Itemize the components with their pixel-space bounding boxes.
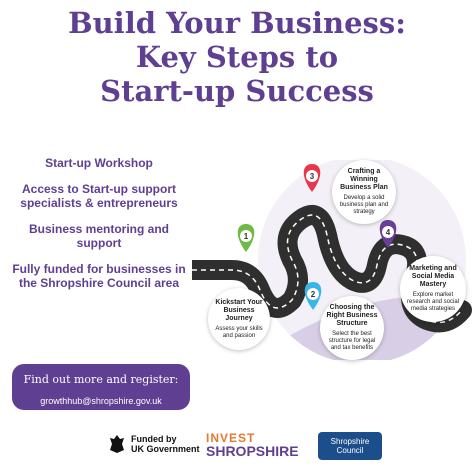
roadmap: 1 2 3 4 Crafting a Winning Business Plan… [182, 156, 474, 364]
shropshire-council-logo: Shropshire Council [318, 432, 382, 460]
title-line-2: Key Steps to [135, 40, 339, 74]
step-2-title: Choosing the Right Business Structure [326, 304, 378, 327]
register-heading: Find out more and register: [23, 373, 179, 386]
step-3-desc: Develop a solid business plan and strate… [339, 195, 389, 215]
pin-1-number: 1 [244, 232, 249, 241]
step-2-desc: Select the best structure for legal and … [328, 331, 376, 351]
step-4-title: Marketing and Social Media Mastery [409, 265, 457, 288]
pin-step-2: 2 [304, 282, 322, 310]
benefit-specialists: Access to Start-up support specialists &… [20, 182, 178, 210]
register-email-link[interactable]: growthhub@shropshire.gov.uk [40, 396, 162, 406]
benefit-mentoring: Business mentoring and support [28, 222, 170, 250]
invest-shropshire-logo: INVEST SHROPSHIRE [206, 431, 299, 459]
title-line-1: Build Your Business: [68, 6, 406, 40]
step-4-desc: Explore market research and social media… [406, 292, 460, 312]
pin-step-4: 4 [379, 220, 397, 248]
council-line-2: Council [336, 446, 364, 455]
royal-crest-icon [110, 435, 124, 453]
pin-2-number: 2 [311, 290, 316, 299]
pin-step-3: 3 [303, 164, 321, 192]
uk-government-logo: Funded by UK Government [108, 434, 200, 454]
page-title: Build Your Business: Key Steps to Start-… [0, 6, 474, 108]
invest-line-1: INVEST [206, 431, 256, 445]
footer-logos: Funded by UK Government INVEST SHROPSHIR… [0, 430, 474, 464]
title-line-3: Start-up Success [100, 74, 374, 108]
council-line-1: Shropshire [330, 437, 370, 446]
pin-3-number: 3 [310, 172, 315, 181]
gov-line-2: UK Government [131, 444, 200, 454]
step-3-title: Crafting a Winning Business Plan [340, 168, 388, 191]
register-callout: Find out more and register: growthhub@sh… [12, 364, 190, 410]
road-markings [192, 214, 463, 324]
benefits-list: Start-up Workshop Access to Start-up sup… [8, 156, 190, 302]
gov-line-1: Funded by [131, 434, 177, 444]
step-1-title: Kickstart Your Business Journey [215, 298, 263, 322]
pin-step-1: 1 [237, 224, 255, 252]
benefit-funding: Fully funded for businesses in the Shrop… [12, 262, 186, 290]
step-card-2: Choosing the Right Business Structure Se… [320, 296, 384, 360]
benefit-workshop: Start-up Workshop [45, 156, 153, 170]
step-card-3: Crafting a Winning Business Plan Develop… [332, 160, 396, 224]
pin-4-number: 4 [386, 228, 391, 237]
step-card-4: Marketing and Social Media Mastery Explo… [400, 256, 466, 322]
step-1-desc: Assess your skills and passion [215, 325, 263, 339]
invest-line-2: SHROPSHIRE [206, 443, 299, 459]
step-card-1: Kickstart Your Business Journey Assess y… [208, 288, 270, 350]
